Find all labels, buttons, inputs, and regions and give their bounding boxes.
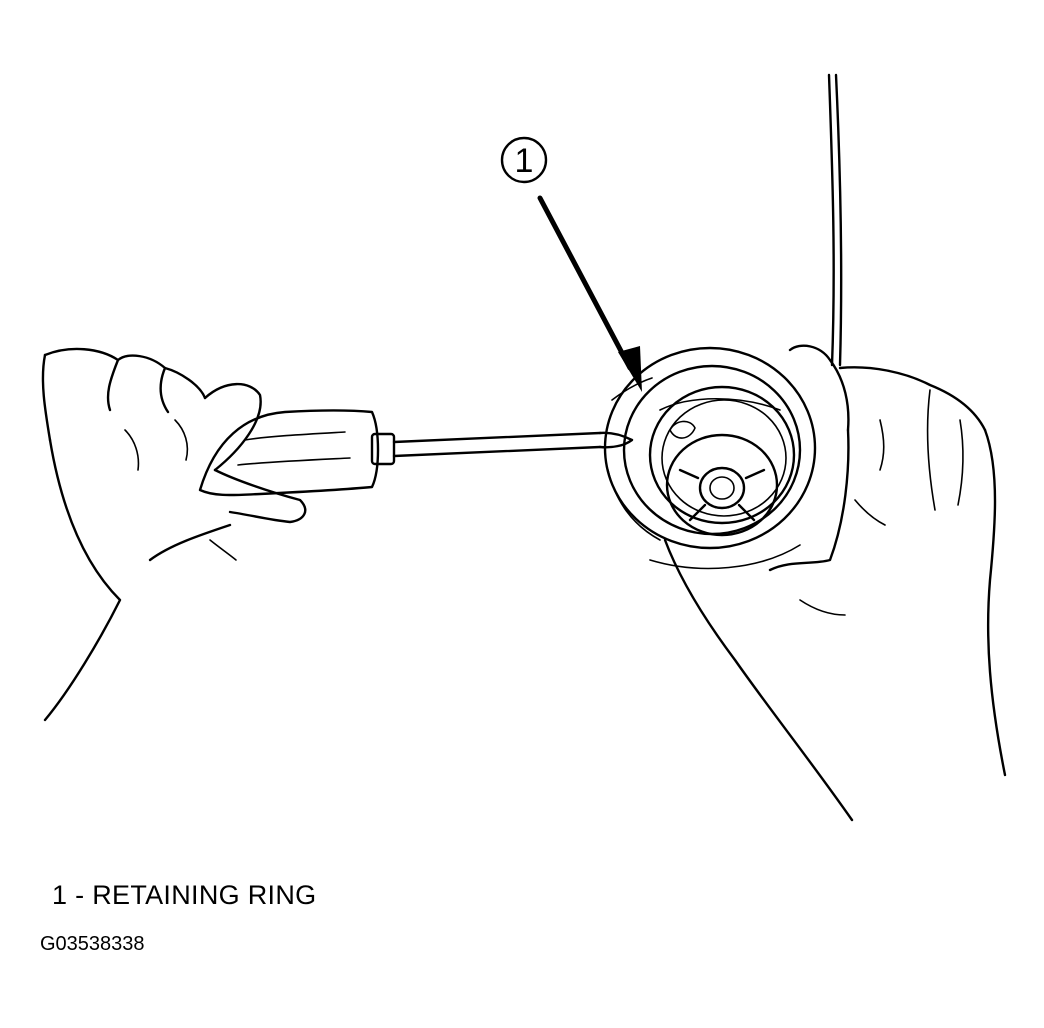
screwdriver	[198, 409, 634, 497]
wire	[827, 73, 843, 367]
callout-circle	[500, 136, 548, 184]
legend-item-1: 1 - RETAINING RING	[52, 880, 317, 910]
component-assembly	[603, 346, 817, 570]
left-hand	[41, 347, 307, 722]
figure-id: G03538338	[40, 933, 145, 955]
callout-1: 1	[500, 136, 642, 392]
callout-arrow-line	[537, 195, 633, 371]
right-hand	[663, 344, 1007, 822]
callout-arrowhead	[618, 346, 642, 392]
callout-number: 1	[515, 142, 534, 180]
